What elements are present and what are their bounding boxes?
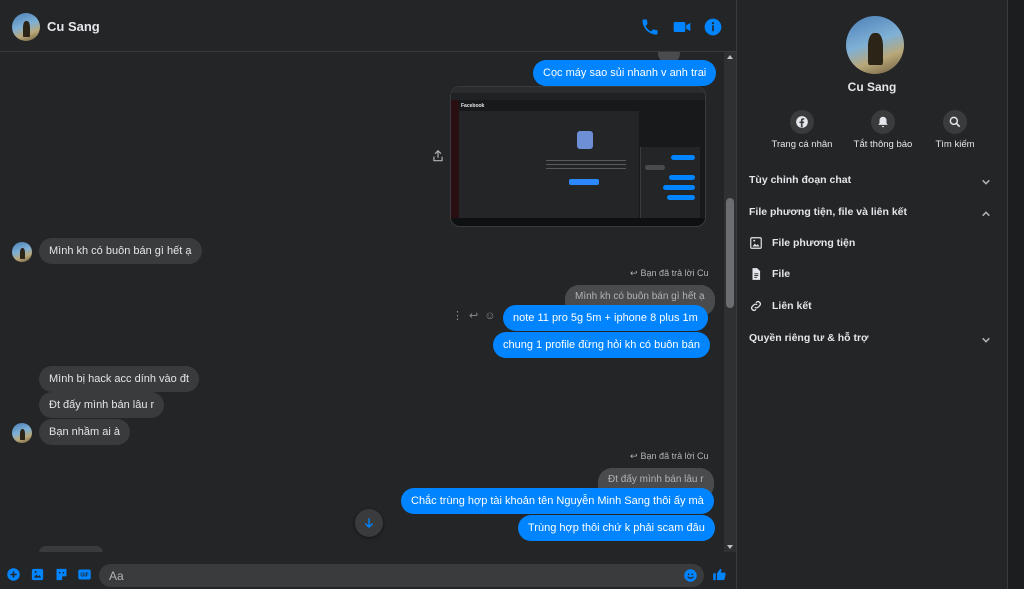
search-button-label: Tìm kiếm <box>935 139 975 150</box>
contact-name[interactable]: Cu Sang <box>47 19 100 34</box>
files-item-label: File <box>772 268 791 280</box>
file-icon <box>752 268 761 280</box>
outgoing-message[interactable]: note 11 pro 5g 5m + iphone 8 plus 1m <box>503 305 708 331</box>
chat-header: Cu Sang <box>0 0 736 52</box>
profile-button[interactable]: Trang cá nhân <box>757 110 847 150</box>
message-list[interactable]: Cọc máy sao sủi nhanh v anh trai Faceboo… <box>0 52 724 552</box>
privacy-section-label: Quyền riêng tư & hỗ trợ <box>749 332 869 344</box>
customize-chat-label: Tùy chỉnh đoạn chat <box>749 174 852 186</box>
like-icon[interactable] <box>711 566 728 583</box>
gif-icon[interactable]: GIF <box>77 567 92 582</box>
outgoing-message[interactable]: chung 1 profile đừng hỏi kh có buôn bán <box>493 332 710 358</box>
image-attachment[interactable]: Facebook <box>450 86 706 227</box>
incoming-message[interactable]: Đt đấy mình bán lâu r <box>39 392 165 418</box>
media-files-links-section[interactable]: File phương tiện, file và liên kết <box>749 206 995 226</box>
message-actions: ⋮ ↩ ☺ <box>452 310 495 322</box>
chevron-up-icon <box>982 211 990 217</box>
attachment-app-title: Facebook <box>461 103 485 109</box>
scroll-thumb[interactable] <box>726 198 734 308</box>
privacy-support-section[interactable]: Quyền riêng tư & hỗ trợ <box>749 332 995 352</box>
facebook-icon <box>790 110 814 134</box>
scroll-to-bottom-button[interactable] <box>355 509 383 537</box>
phone-icon[interactable] <box>639 16 661 38</box>
search-button[interactable]: Tìm kiếm <box>910 110 1000 150</box>
outgoing-message[interactable]: Trùng hợp thôi chứ k phải scam đâu <box>518 515 715 541</box>
scroll-down-arrow[interactable] <box>727 545 733 549</box>
video-icon[interactable] <box>671 16 693 38</box>
bell-icon <box>871 110 895 134</box>
incoming-message[interactable]: Bạn nhầm ai à <box>39 419 130 445</box>
panel-divider <box>736 0 737 589</box>
partial-message <box>39 546 103 552</box>
image-icon[interactable] <box>30 567 45 582</box>
plus-icon[interactable] <box>6 567 21 582</box>
mute-button[interactable]: Tắt thông báo <box>838 110 928 150</box>
reply-indicator: ↩Bạn đã trả lời Cu <box>630 268 709 278</box>
reply-indicator: ↩Bạn đã trả lời Cu <box>630 451 709 461</box>
links-item[interactable]: Liên kết <box>749 299 989 317</box>
incoming-message[interactable]: Mình bị hack acc dính vào đt <box>39 366 200 392</box>
more-icon[interactable]: ⋮ <box>452 310 463 322</box>
image-icon <box>750 237 762 249</box>
mute-button-label: Tắt thông báo <box>853 139 913 150</box>
svg-text:GIF: GIF <box>80 573 88 579</box>
customize-chat-section[interactable]: Tùy chỉnh đoạn chat <box>749 174 995 194</box>
info-icon[interactable] <box>702 16 724 38</box>
media-section-label: File phương tiện, file và liên kết <box>749 206 908 218</box>
media-item-label: File phương tiện <box>772 237 856 249</box>
conversation-info-panel: Cu Sang Trang cá nhân Tắt thông báo Tìm … <box>737 0 1007 589</box>
window-edge <box>1007 0 1024 589</box>
outgoing-message[interactable]: Cọc máy sao sủi nhanh v anh trai <box>533 60 717 86</box>
sticker-icon[interactable] <box>54 567 69 582</box>
scroll-up-arrow[interactable] <box>727 55 733 59</box>
reply-icon[interactable]: ↩ <box>469 310 479 322</box>
incoming-message[interactable]: Mình kh có buôn bán gì hết ạ <box>39 238 202 264</box>
share-icon[interactable] <box>431 149 445 163</box>
profile-avatar[interactable] <box>846 16 904 74</box>
profile-button-label: Trang cá nhân <box>771 139 833 150</box>
outgoing-message[interactable]: Chắc trùng hợp tài khoản tên Nguyễn Minh… <box>401 488 714 514</box>
arrow-down-icon <box>365 518 373 529</box>
links-item-label: Liên kết <box>772 300 812 312</box>
composer: GIF <box>0 561 736 589</box>
profile-name: Cu Sang <box>847 80 897 94</box>
contact-avatar-small <box>12 423 32 443</box>
emoji-icon[interactable] <box>683 568 698 583</box>
search-icon <box>943 110 967 134</box>
media-item[interactable]: File phương tiện <box>749 236 989 254</box>
contact-avatar[interactable] <box>12 13 40 41</box>
message-input-wrapper[interactable] <box>99 564 704 587</box>
contact-avatar-small <box>12 242 32 262</box>
link-icon <box>751 301 761 311</box>
react-icon[interactable]: ☺ <box>484 310 496 322</box>
chevron-down-icon <box>982 179 990 185</box>
chat-scrollbar[interactable] <box>724 52 736 552</box>
chevron-down-icon <box>982 337 990 343</box>
message-input[interactable] <box>109 567 669 584</box>
files-item[interactable]: File <box>749 267 989 285</box>
